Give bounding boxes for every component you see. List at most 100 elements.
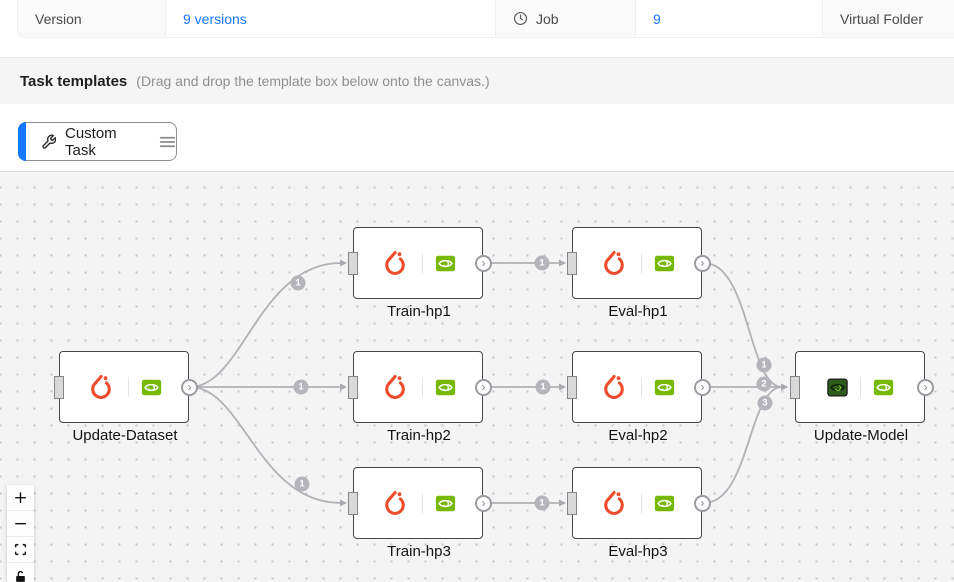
- edge-badge: 3: [757, 395, 773, 411]
- nvidia-icon: [654, 494, 675, 512]
- node-label: Eval-hp1: [608, 303, 668, 320]
- nvidia-dark-icon: [826, 377, 848, 397]
- version-label: Version: [35, 10, 82, 27]
- nvidia-icon: [654, 378, 675, 396]
- node-icons: [599, 372, 675, 402]
- icon-divider: [859, 377, 861, 397]
- edge-badge: 1: [535, 379, 551, 395]
- edge-badge: 1: [293, 379, 309, 395]
- task-templates-band: Task templates (Drag and drop the templa…: [0, 57, 954, 104]
- wrench-icon: [42, 134, 56, 149]
- nvidia-icon: [872, 378, 894, 396]
- edge-badge: 1: [534, 255, 550, 271]
- node-label: Update-Model: [813, 427, 909, 444]
- node-icons: [380, 372, 456, 402]
- custom-task-label: Custom Task: [65, 124, 117, 159]
- virtual-folder-label: Virtual Folder: [840, 10, 924, 27]
- node-icons: [380, 248, 456, 278]
- zoom-out-button[interactable]: −: [7, 511, 34, 537]
- icon-divider: [128, 377, 129, 397]
- icon-divider: [641, 253, 642, 273]
- drag-handle-icon[interactable]: [159, 135, 176, 149]
- edge-badge: 1: [534, 495, 550, 511]
- node-icons: [599, 248, 675, 278]
- icon-divider: [422, 377, 423, 397]
- output-port[interactable]: ›: [694, 254, 711, 272]
- node-update-dataset[interactable]: › Update-Dataset: [54, 351, 198, 444]
- pytorch-icon: [385, 490, 405, 515]
- custom-task-template[interactable]: Custom Task: [18, 122, 177, 161]
- pytorch-icon: [604, 250, 624, 275]
- job-count-link[interactable]: 9: [653, 10, 661, 27]
- lock-icon: [15, 570, 26, 582]
- pipeline-canvas[interactable]: 1 1 1 1 1 1 1 2 3 › Update-Dataset: [0, 171, 954, 582]
- virtual-folder-label-cell: Virtual Folder: [823, 0, 954, 37]
- input-port[interactable]: [790, 376, 800, 399]
- job-label: Job: [536, 10, 559, 27]
- node-train-hp2[interactable]: › Train-hp2: [348, 351, 492, 444]
- node-label: Eval-hp2: [608, 427, 668, 444]
- template-accent-strip: [18, 122, 26, 161]
- node-icons: [599, 488, 675, 518]
- zoom-in-button[interactable]: +: [7, 485, 34, 511]
- pytorch-icon: [604, 490, 624, 515]
- versions-link[interactable]: 9 versions: [183, 10, 247, 27]
- input-port[interactable]: [348, 492, 358, 515]
- nvidia-icon: [435, 378, 456, 396]
- nvidia-icon: [141, 378, 162, 396]
- job-value-cell: 9: [636, 0, 823, 37]
- nvidia-icon: [654, 254, 675, 272]
- job-label-cell: Job: [496, 0, 636, 37]
- output-port[interactable]: ›: [475, 378, 492, 396]
- output-port[interactable]: ›: [475, 254, 492, 272]
- icon-divider: [641, 377, 642, 397]
- icon-divider: [422, 493, 423, 513]
- output-port[interactable]: ›: [694, 378, 711, 396]
- node-icons: [86, 372, 162, 402]
- task-templates-title: Task templates: [20, 72, 128, 90]
- input-port[interactable]: [567, 376, 577, 399]
- edges-layer: [189, 259, 788, 507]
- node-icons: [380, 488, 456, 518]
- node-label: Train-hp3: [387, 543, 451, 560]
- canvas-controls: + −: [7, 485, 34, 582]
- versions-value-cell: 9 versions: [166, 0, 496, 37]
- input-port[interactable]: [348, 252, 358, 275]
- details-header-row: Version 9 versions Job 9 Virtual Folder: [17, 0, 954, 38]
- version-label-cell: Version: [18, 0, 166, 37]
- clock-icon: [513, 11, 528, 26]
- icon-divider: [422, 253, 423, 273]
- output-port[interactable]: ›: [694, 494, 711, 512]
- node-eval-hp3[interactable]: › Eval-hp3: [567, 467, 711, 560]
- icon-divider: [641, 493, 642, 513]
- input-port[interactable]: [54, 376, 64, 399]
- node-train-hp1[interactable]: › Train-hp1: [348, 227, 492, 320]
- edge-badge: 2: [756, 376, 772, 392]
- pytorch-icon: [385, 374, 405, 399]
- node-update-model[interactable]: › Update-Model: [790, 351, 934, 444]
- node-train-hp3[interactable]: › Train-hp3: [348, 467, 492, 560]
- edge-badge: 1: [294, 476, 310, 492]
- pytorch-icon: [91, 374, 111, 399]
- node-eval-hp2[interactable]: › Eval-hp2: [567, 351, 711, 444]
- nvidia-icon: [435, 254, 456, 272]
- input-port[interactable]: [348, 376, 358, 399]
- lock-button[interactable]: [7, 563, 34, 582]
- node-label: Train-hp1: [387, 303, 451, 320]
- input-port[interactable]: [567, 252, 577, 275]
- edge-badge: 1: [290, 275, 306, 291]
- output-port[interactable]: ›: [475, 494, 492, 512]
- output-port[interactable]: ›: [181, 378, 198, 396]
- input-port[interactable]: [567, 492, 577, 515]
- node-label: Update-Dataset: [72, 427, 178, 444]
- nvidia-icon: [435, 494, 456, 512]
- fit-view-button[interactable]: [7, 537, 34, 563]
- node-label: Train-hp2: [387, 427, 451, 444]
- node-eval-hp1[interactable]: › Eval-hp1: [567, 227, 711, 320]
- task-templates-hint: (Drag and drop the template box below on…: [136, 73, 490, 89]
- output-port[interactable]: ›: [917, 378, 934, 396]
- fit-view-icon: [14, 543, 27, 556]
- pytorch-icon: [604, 374, 624, 399]
- node-label: Eval-hp3: [608, 543, 668, 560]
